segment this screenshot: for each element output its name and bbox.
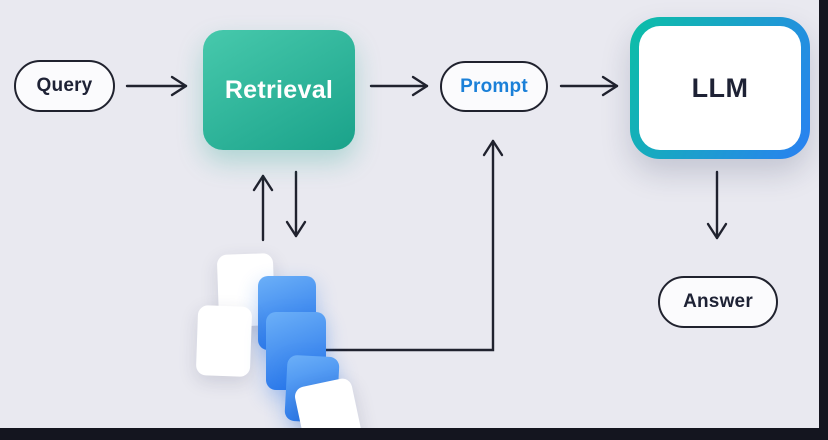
node-answer: Answer (658, 276, 778, 328)
arrow-documents-to-prompt (313, 139, 504, 352)
node-llm: LLM (630, 17, 810, 159)
node-llm-label: LLM (691, 72, 749, 103)
node-answer-label: Answer (683, 291, 753, 312)
node-query-label: Query (36, 75, 93, 96)
diagram-canvas: Query Retrieval Prompt LLM Answer (0, 0, 819, 428)
node-retrieval: Retrieval (203, 30, 355, 150)
node-prompt-label: Prompt (460, 75, 528, 97)
node-retrieval-label: Retrieval (224, 75, 334, 104)
node-query: Query (14, 60, 115, 112)
flow-arrows (125, 75, 728, 352)
document-icon (195, 305, 253, 377)
node-prompt: Prompt (440, 61, 548, 112)
